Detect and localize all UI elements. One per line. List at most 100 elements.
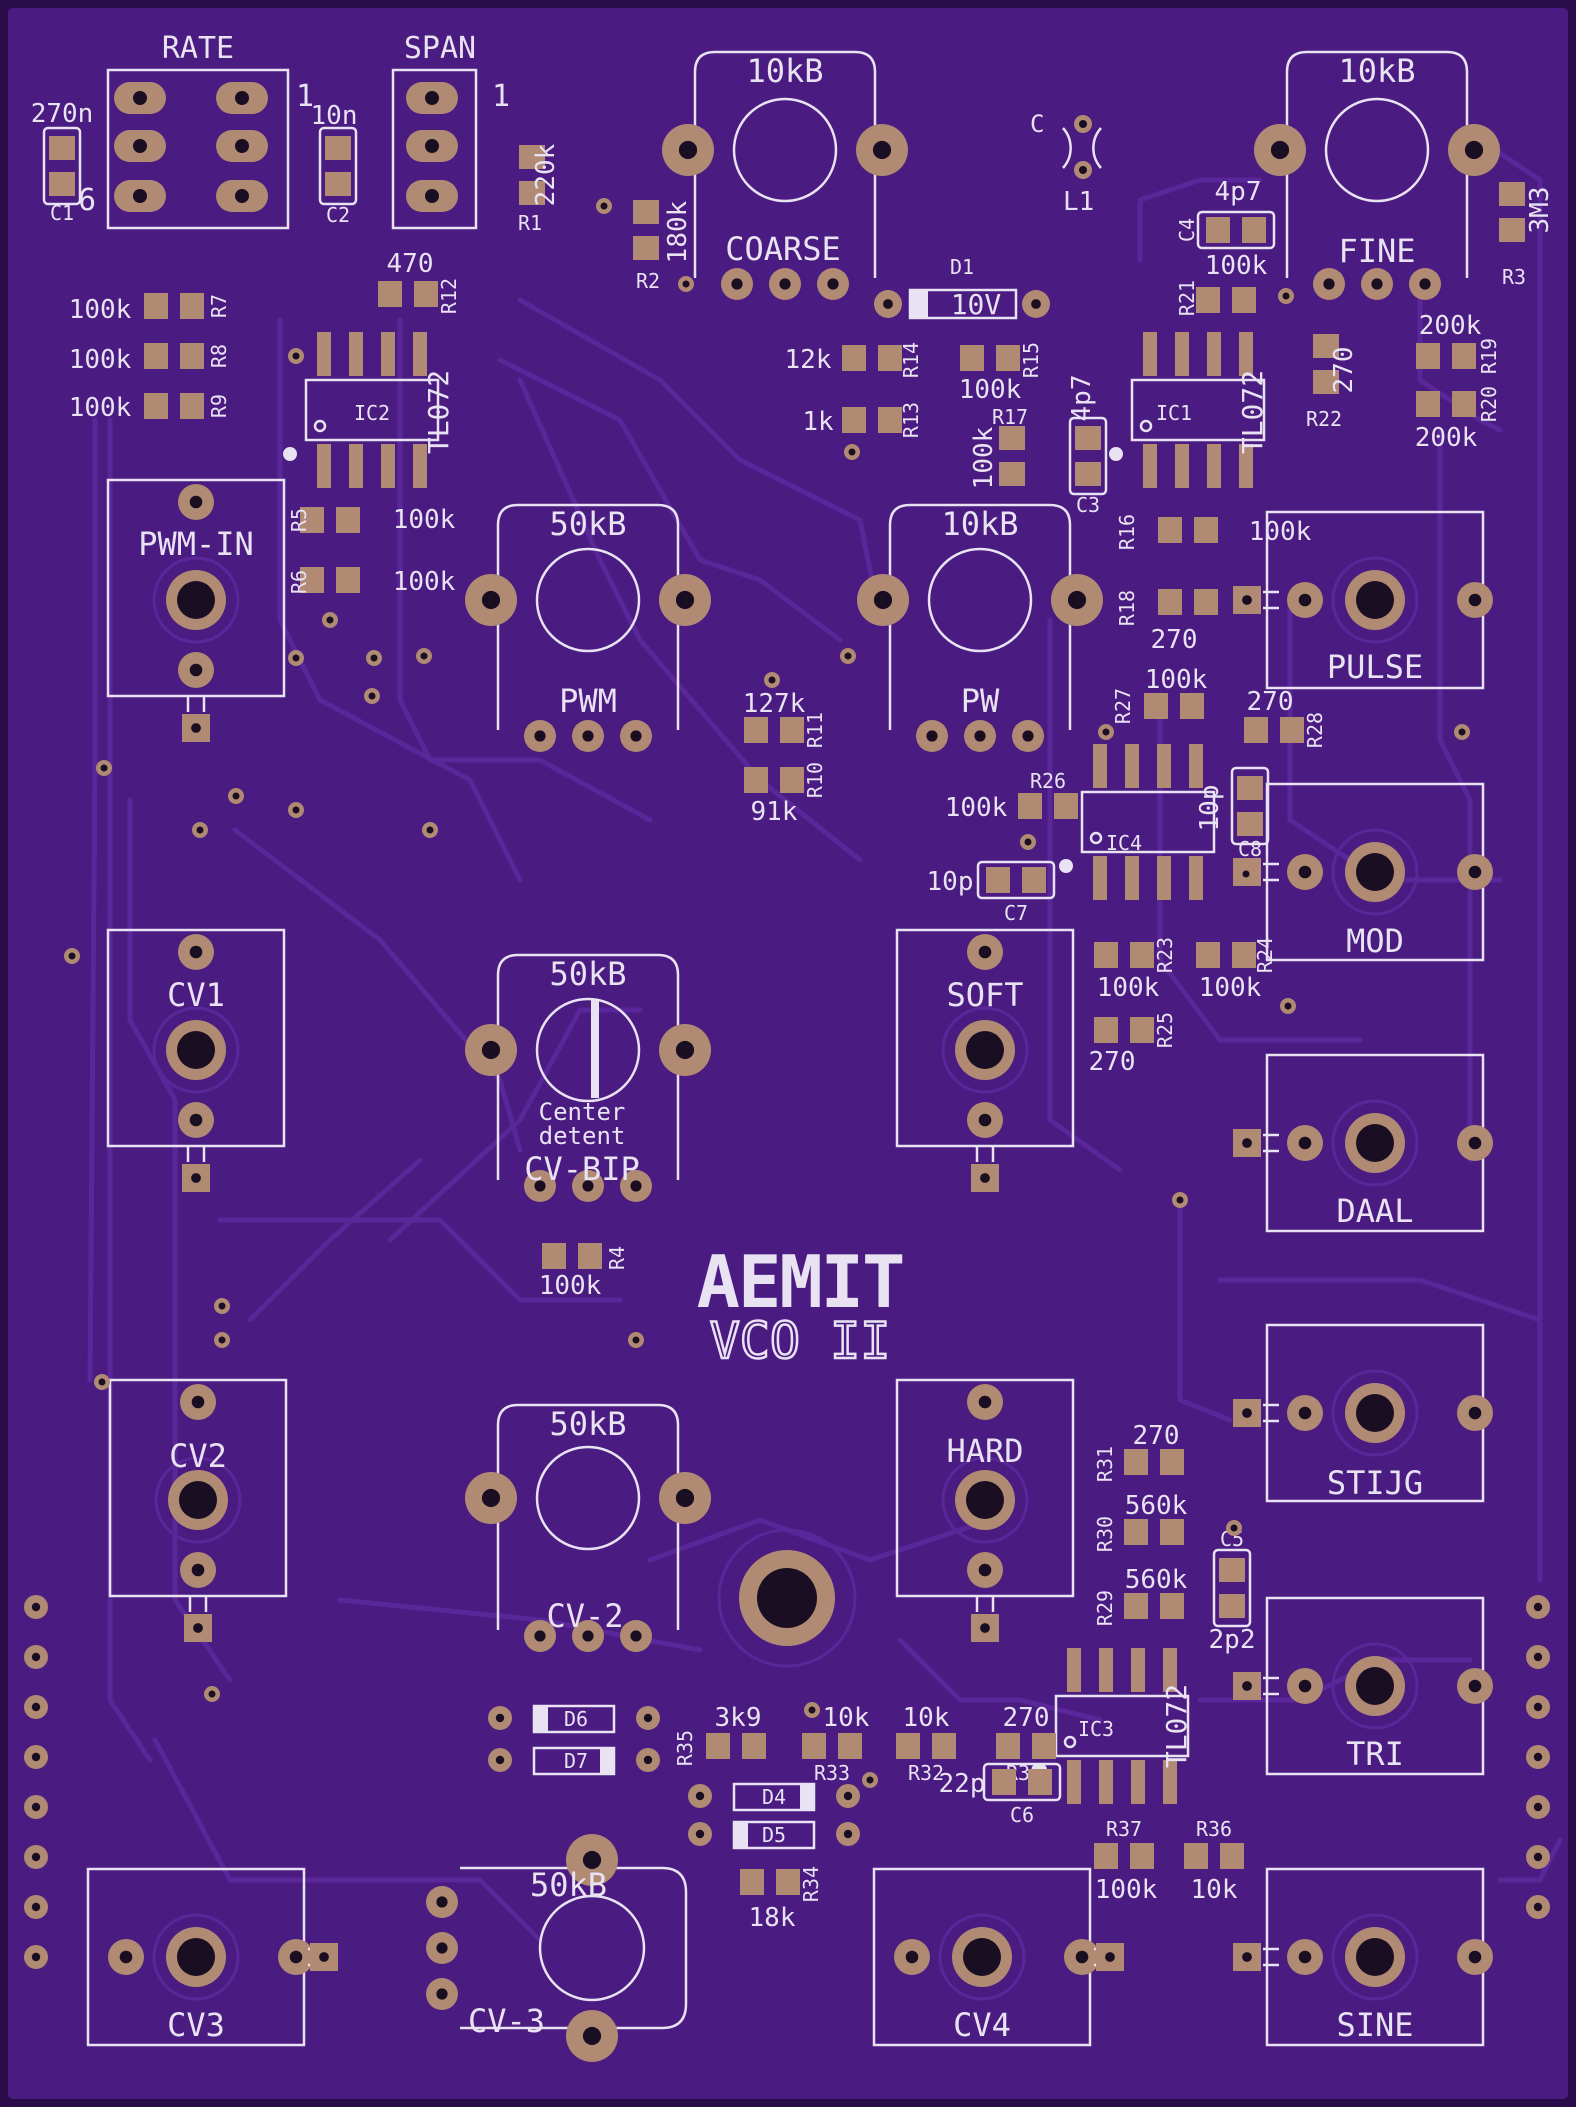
jack-sine[interactable]: SINE <box>1233 1867 1493 2047</box>
capacitor-value: 4p7 <box>1215 177 1262 207</box>
resistor-value: 100k <box>1145 665 1208 695</box>
capacitor-ref: C2 <box>326 203 350 227</box>
board-subtitle: VCO II <box>710 1312 891 1370</box>
resistor-ref: R33 <box>814 1761 850 1785</box>
resistor-ref: R26 <box>1030 769 1066 793</box>
resistor-ref: R15 <box>1019 342 1043 378</box>
capacitor-ref: C3 <box>1076 493 1100 517</box>
jack-label: PWM-IN <box>138 525 254 563</box>
resistor-ref: R22 <box>1306 407 1342 431</box>
via <box>1172 1192 1188 1208</box>
jack-cv1[interactable]: CV1 <box>106 928 286 1192</box>
pot-label: PWM <box>559 682 617 720</box>
capacitor-ref: C8 <box>1238 837 1262 861</box>
via <box>366 650 382 666</box>
rate-pin1-label: 1 <box>296 79 314 114</box>
rate-switch[interactable]: RATE 1 6 <box>78 31 314 230</box>
resistor-ref: R16 <box>1115 514 1139 550</box>
via <box>288 348 304 364</box>
resistor-ref: R37 <box>1106 1817 1142 1841</box>
jack-label: STIJG <box>1327 1464 1423 1502</box>
pot-note: detent <box>539 1122 626 1150</box>
diode-ref: D1 <box>950 255 974 279</box>
jack-cv4[interactable]: CV4 <box>872 1867 1124 2047</box>
jack-hard[interactable]: HARD <box>895 1378 1075 1642</box>
via <box>1454 724 1470 740</box>
jack-stijg[interactable]: STIJG <box>1233 1323 1493 1503</box>
jack-mod[interactable]: MOD <box>1233 782 1493 962</box>
resistor-ref: R29 <box>1093 1590 1117 1626</box>
resistor-value: 12k <box>785 345 832 375</box>
pot-value: 50kB <box>530 1866 607 1904</box>
resistor-ref: R3 <box>1502 265 1526 289</box>
header-pin <box>1526 1595 1550 1619</box>
resistor-ref: R19 <box>1477 338 1501 374</box>
resistor-value: 100k <box>1097 973 1160 1003</box>
via <box>228 788 244 804</box>
resistor-value: 100k <box>539 1271 602 1301</box>
resistor-value: 100k <box>969 426 999 489</box>
diode-ref: D7 <box>564 1749 588 1773</box>
via <box>64 948 80 964</box>
jack-pulse[interactable]: PULSE <box>1233 510 1493 690</box>
rate-pin6-label: 6 <box>78 183 96 218</box>
resistor-value: 270 <box>1247 687 1294 717</box>
resistor-ref: R7 <box>207 294 231 318</box>
inductor-pin-label: C <box>1030 110 1044 138</box>
resistor-value: 100k <box>1095 1875 1158 1905</box>
jack-label: HARD <box>946 1432 1023 1470</box>
jack-pwm-in[interactable]: PWM-IN <box>106 478 286 742</box>
inductor-ref: L1 <box>1063 187 1094 217</box>
resistor-ref: R36 <box>1196 1817 1232 1841</box>
resistor-value: 560k <box>1125 1491 1188 1521</box>
aemit-logo: AEMIT VCO II <box>697 1240 906 1371</box>
jacks: PWM-IN CV1 SOFT CV2 HARD CV3 CV4 PULSE MOD DAAL ST… <box>86 478 1493 2047</box>
inductor-l1: C L1 <box>1030 110 1102 217</box>
capacitor-value: 270n <box>31 99 94 129</box>
pot-value: 50kB <box>549 955 626 993</box>
jack-label: TRI <box>1346 1735 1404 1773</box>
span-switch[interactable]: SPAN 1 <box>391 31 510 230</box>
resistor-value: 3M3 <box>1525 187 1555 234</box>
resistor-value: 100k <box>69 295 132 325</box>
jack-daal[interactable]: DAAL <box>1233 1053 1493 1233</box>
header-pin <box>24 1895 48 1919</box>
pot-value: 10kB <box>746 52 823 90</box>
jack-tri[interactable]: TRI <box>1233 1596 1493 1776</box>
resistor-value: 18k <box>749 1903 796 1933</box>
header-pin <box>24 1695 48 1719</box>
ic-part: TL072 <box>1160 1684 1193 1768</box>
jack-soft[interactable]: SOFT <box>895 928 1075 1192</box>
resistor-value: 270 <box>1003 1703 1050 1733</box>
jack-cv2[interactable]: CV2 <box>108 1378 288 1642</box>
resistor-value: 100k <box>69 393 132 423</box>
resistor-ref: R11 <box>803 712 827 748</box>
capacitor-ref: C6 <box>1010 1803 1034 1827</box>
via <box>1278 288 1294 304</box>
resistor-r37: 100k R37 <box>1094 1817 1158 1905</box>
diode-d5: D5 <box>688 1820 860 1850</box>
capacitor-ref: C7 <box>1004 901 1028 925</box>
jack-cv3[interactable]: CV3 <box>86 1867 338 2047</box>
header-pin <box>24 1945 48 1969</box>
resistor-ref: R23 <box>1153 937 1177 973</box>
